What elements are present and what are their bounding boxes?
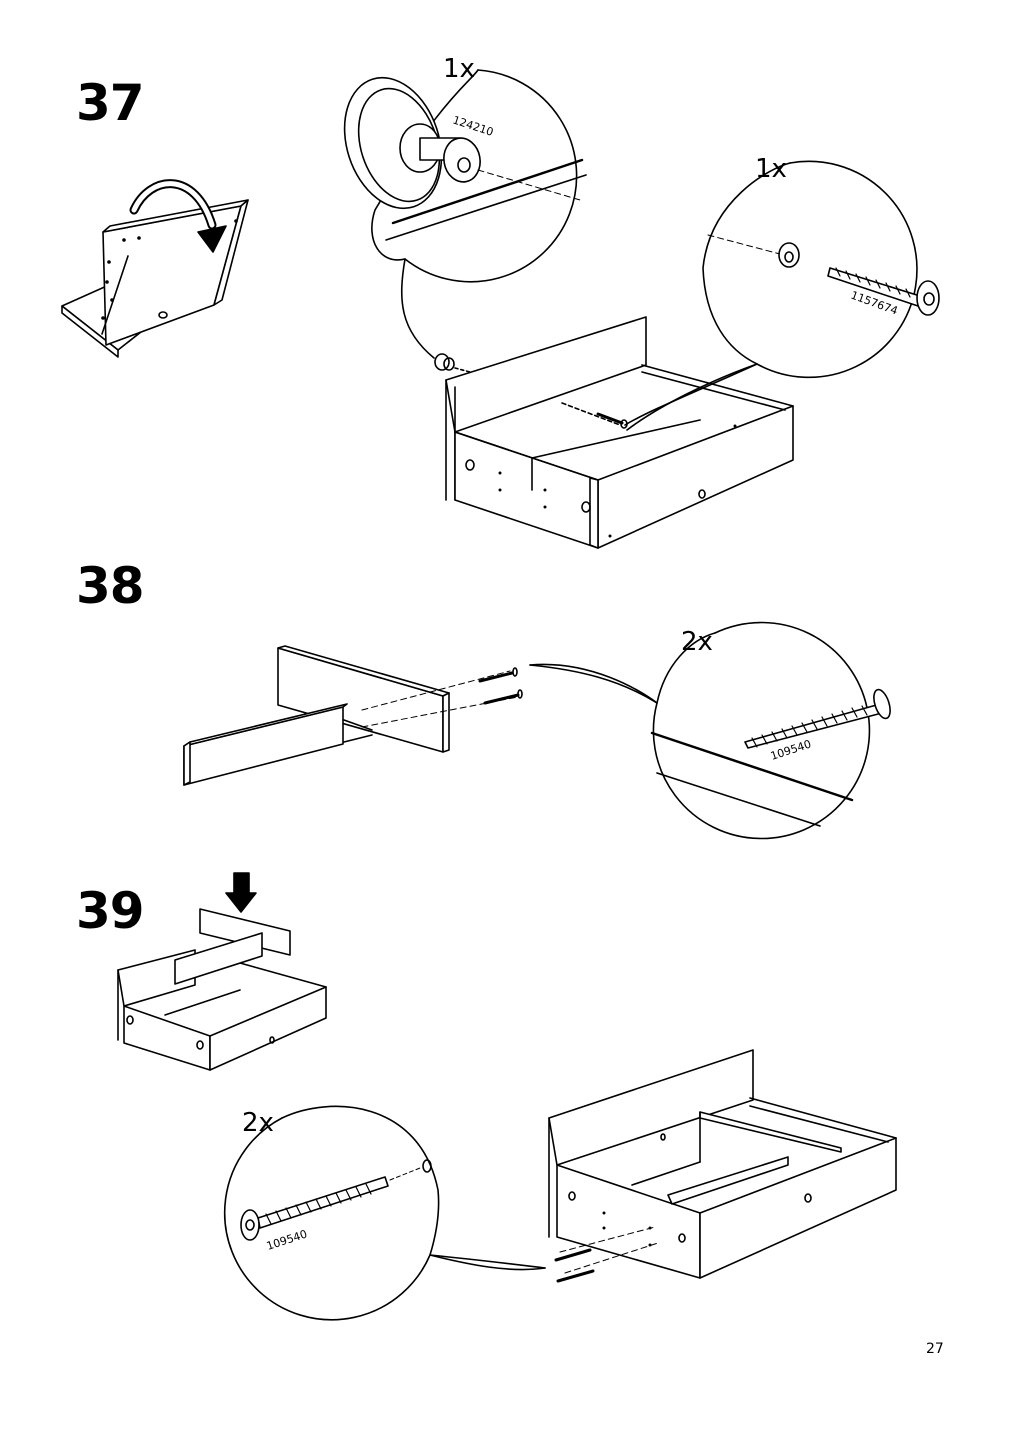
step-37-bolt-quantity: 1x [755, 154, 787, 184]
step-38-panels [183, 645, 523, 786]
step-37-drawer [434, 316, 794, 549]
step-39-drawer [548, 1049, 897, 1283]
step-37-knob-part-number: 124210 [451, 113, 495, 138]
page-number: 27 [926, 1341, 944, 1357]
step-39-small-drawer [117, 872, 327, 1071]
step-37-flip-illustration [61, 179, 249, 358]
step-38-screw-quantity: 2x [681, 627, 713, 657]
bolt-callout [624, 160, 940, 431]
step-37-number: 37 [76, 74, 145, 132]
step-37-knob-quantity: 1x [443, 54, 475, 84]
step-39-screw-quantity: 2x [242, 1108, 274, 1138]
step-39-number: 39 [76, 882, 145, 940]
screw-callout-38 [529, 621, 891, 840]
step-39-screw-part-number: 109540 [265, 1228, 309, 1253]
screw-callout-39 [223, 1105, 546, 1321]
step-38-number: 38 [76, 557, 145, 615]
knob-callout [343, 69, 587, 359]
